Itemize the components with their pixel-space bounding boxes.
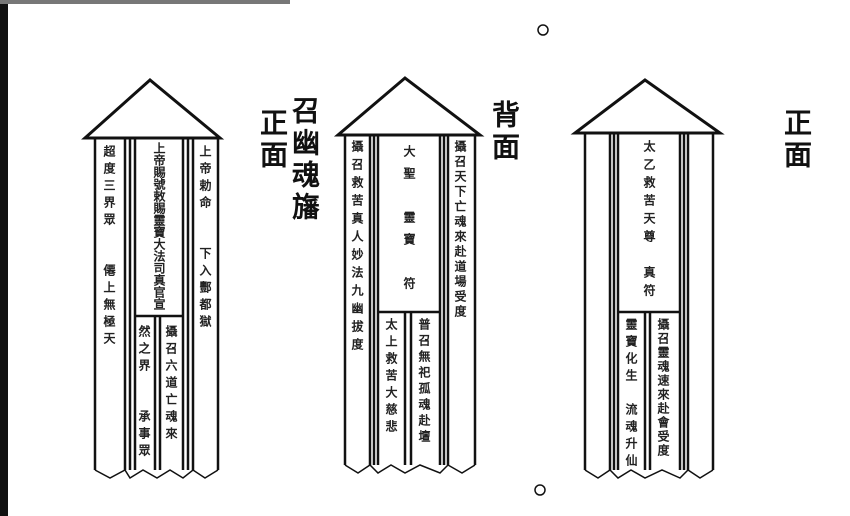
banner-right (570, 78, 725, 479)
punch-hole-top (537, 24, 549, 36)
banner-text: 普召無祀孤魂赴壇 (417, 318, 431, 446)
banner-text: 上帝勅命 下入酆都獄 (198, 145, 212, 332)
scan-edge (0, 0, 8, 516)
banner-text: 攝召救苦真人妙法九幽拔度 (350, 140, 364, 356)
banner-text: 大聖 靈寶 符 (402, 145, 416, 299)
banner-center (333, 76, 485, 474)
banner-text: 超度三界眾 僊上無極天 (102, 145, 116, 349)
banner-left (81, 78, 225, 480)
banner-text: 上帝賜號敕賜靈寶大法司真官宣 (152, 142, 166, 310)
banner-text: 攝召靈魂速來赴會受度 (656, 318, 670, 458)
banner-text: 然之界 承事眾 (137, 325, 151, 461)
banner-text: 攝召天下亡魂來赴道場受度 (453, 140, 467, 320)
banner-text: 攝召六道亡魂來 (164, 325, 178, 444)
banner-text: 太上救苦大慈悲 (384, 318, 398, 437)
punch-hole-bottom (534, 484, 546, 496)
banner-text: 靈寶化生 流魂升仙 (624, 318, 638, 471)
label-front-right: 正面 (780, 108, 813, 172)
label-back: 背面 (488, 100, 521, 164)
scan-top-edge (0, 0, 290, 4)
banner-text: 太乙救苦天尊 真符 (642, 140, 656, 302)
banner-title: 召幽魂旛 (288, 96, 321, 224)
label-front-left: 正面 (256, 108, 289, 172)
